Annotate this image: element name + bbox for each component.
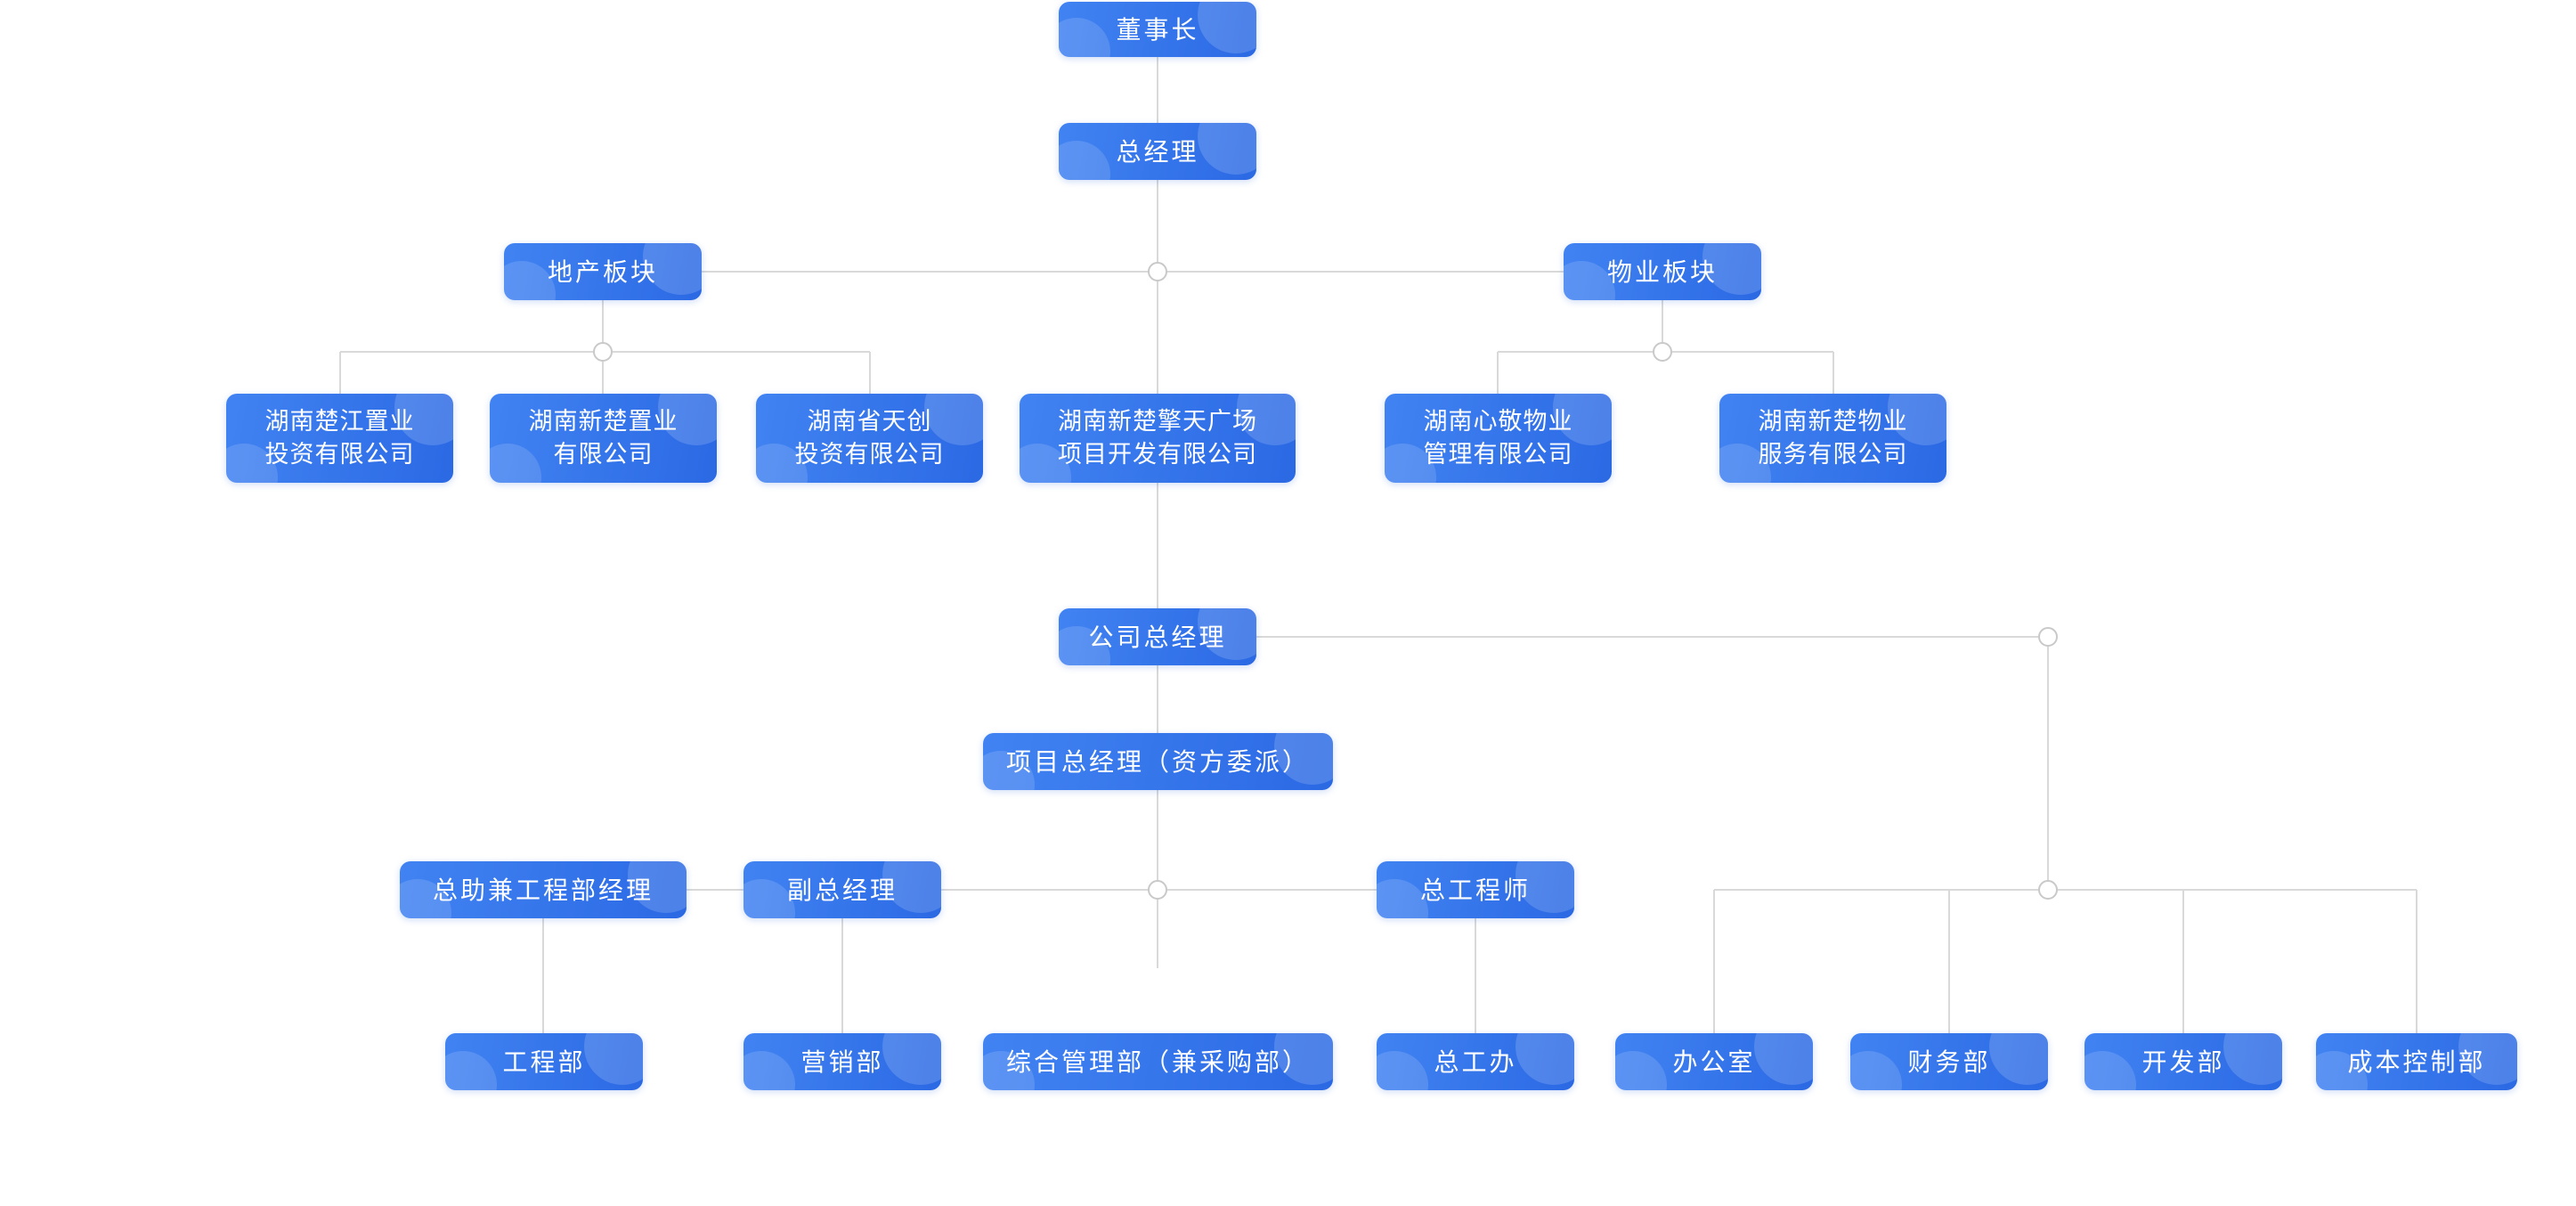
org-node-label: 总助兼工程部经理 [432,876,654,904]
org-node-finance-dept[interactable]: 财务部 [1850,1033,2048,1090]
connector-line [1157,665,1158,733]
org-node-xinjing-property[interactable]: 湖南心敬物业 管理有限公司 [1385,394,1612,483]
org-node-label: 湖南心敬物业 管理有限公司 [1423,408,1573,468]
org-node-label: 开发部 [2141,1047,2225,1076]
connector-line [1713,890,1715,1033]
connector-line [1157,180,1158,394]
org-node-label: 总工办 [1434,1047,1517,1076]
connector-line [2182,890,2184,1033]
org-node-xinchu-property[interactable]: 湖南新楚物业 服务有限公司 [1719,394,1946,483]
connector-line [1475,918,1476,1033]
org-node-label: 物业板块 [1606,257,1718,286]
org-node-development-dept[interactable]: 开发部 [2084,1033,2282,1090]
org-node-xinchu-real-estate[interactable]: 湖南新楚置业 有限公司 [490,394,717,483]
connector-line [2047,637,2049,890]
connector-line [1662,300,1663,352]
org-node-label: 成本控制部 [2347,1047,2486,1076]
org-node-chujiang-investment[interactable]: 湖南楚江置业 投资有限公司 [226,394,453,483]
connector-line [542,918,544,1033]
connector-line [1157,483,1158,608]
connector-line [687,889,744,891]
connector-joint [1148,262,1167,281]
org-node-property-division[interactable]: 物业板块 [1564,243,1761,300]
org-node-label: 湖南新楚物业 服务有限公司 [1758,408,1908,468]
org-node-label: 公司总经理 [1088,623,1227,651]
connector-line [869,352,871,394]
org-node-label: 工程部 [502,1047,586,1076]
org-node-label: 总经理 [1116,137,1199,166]
connector-line [1157,57,1158,123]
connector-line [1948,890,1950,1033]
org-node-engineering-dept[interactable]: 工程部 [445,1033,643,1090]
org-node-label: 湖南新楚置业 有限公司 [528,408,679,468]
connector-line [702,271,1564,273]
connector-line [339,352,341,394]
connector-joint [593,342,613,362]
connector-line [1256,636,2048,638]
connector-line [602,352,604,394]
org-node-chief-engineer-office[interactable]: 总工办 [1377,1033,1574,1090]
org-node-label: 财务部 [1907,1047,1991,1076]
org-node-label: 副总经理 [786,876,898,904]
connector-line [841,918,843,1033]
org-node-chairman[interactable]: 董事长 [1059,2,1256,57]
org-node-label: 湖南楚江置业 投资有限公司 [264,408,415,468]
org-node-label: 湖南新楚擎天广场 项目开发有限公司 [1058,408,1257,468]
connector-line [1497,352,1499,394]
connector-line [1714,889,2417,891]
connector-joint [2038,627,2058,647]
org-node-label: 项目总经理（资方委派） [1005,747,1310,776]
org-node-label: 湖南省天创 投资有限公司 [794,408,945,468]
connector-joint [2038,880,2058,900]
connector-joint [1148,880,1167,900]
org-node-office[interactable]: 办公室 [1615,1033,1813,1090]
org-node-label: 总工程师 [1419,876,1531,904]
connector-line [1157,790,1158,968]
org-node-qingtian-plaza[interactable]: 湖南新楚擎天广场 项目开发有限公司 [1020,394,1296,483]
org-node-tianchuang-investment[interactable]: 湖南省天创 投资有限公司 [756,394,983,483]
connector-line [1832,352,1834,394]
org-node-project-gm[interactable]: 项目总经理（资方委派） [983,733,1333,790]
org-node-label: 营销部 [800,1047,884,1076]
org-node-label: 办公室 [1672,1047,1756,1076]
connector-line [2416,890,2418,1033]
org-node-cost-control-dept[interactable]: 成本控制部 [2316,1033,2517,1090]
connector-line [602,300,604,352]
org-node-assistant-engineering-manager[interactable]: 总助兼工程部经理 [400,861,687,918]
org-node-real-estate-division[interactable]: 地产板块 [504,243,702,300]
org-node-marketing-dept[interactable]: 营销部 [744,1033,941,1090]
org-node-deputy-gm[interactable]: 副总经理 [744,861,941,918]
org-node-company-gm[interactable]: 公司总经理 [1059,608,1256,665]
org-node-label: 地产板块 [547,257,658,286]
org-node-chief-engineer[interactable]: 总工程师 [1377,861,1574,918]
connector-joint [1653,342,1672,362]
org-node-general-manager[interactable]: 总经理 [1059,123,1256,180]
org-node-label: 董事长 [1116,15,1199,44]
org-node-general-admin-dept[interactable]: 综合管理部（兼采购部） [983,1033,1333,1090]
org-node-label: 综合管理部（兼采购部） [1005,1047,1310,1076]
